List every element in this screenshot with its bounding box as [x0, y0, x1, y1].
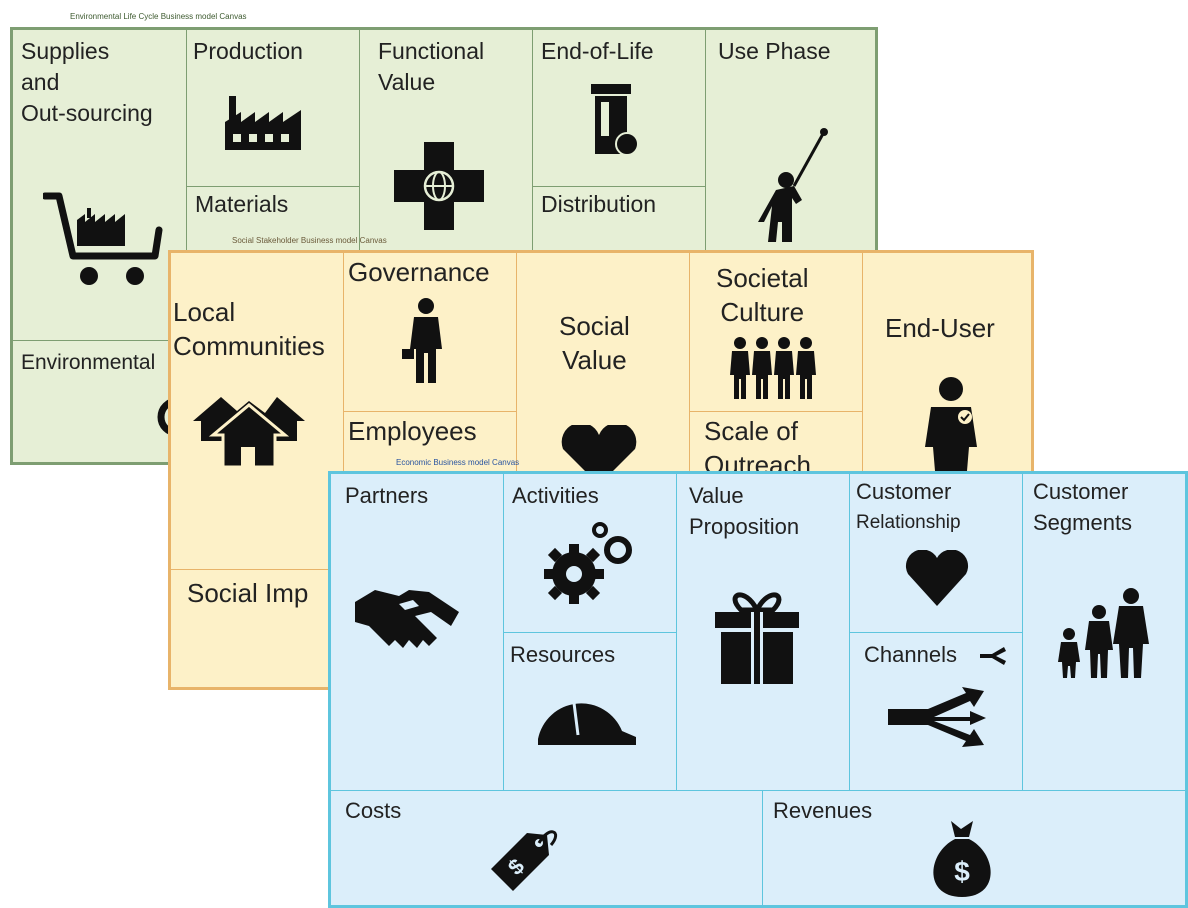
- cell-customer-segments[interactable]: Customer Segments: [1022, 473, 1186, 791]
- cell-end-of-life[interactable]: End-of-Life: [532, 29, 706, 187]
- cell-activities[interactable]: Activities: [503, 473, 677, 633]
- cell-label: Supplies and Out-sourcing: [21, 38, 153, 126]
- end-user-person-icon: [921, 375, 983, 471]
- heart-icon: [904, 550, 970, 606]
- factory-icon: [223, 92, 303, 152]
- cell-revenues[interactable]: Revenues $: [762, 790, 1186, 906]
- cell-label: Social Imp: [187, 578, 309, 608]
- economic-canvas: Partners Activities: [328, 471, 1188, 908]
- hard-hat-icon: [534, 689, 638, 747]
- cell-resources[interactable]: Resources: [503, 632, 677, 791]
- svg-text:$: $: [954, 856, 970, 887]
- cell-label: Distribution: [541, 191, 657, 217]
- cell-supplies[interactable]: Supplies and Out-sourcing: [12, 29, 187, 341]
- businessman-icon: [402, 297, 448, 383]
- cell-label: Partners: [345, 483, 429, 508]
- cell-label: Societal Culture: [716, 263, 809, 327]
- cell-governance[interactable]: Governance: [343, 252, 517, 412]
- channels-arrows-icon: [980, 645, 1016, 667]
- cell-label: Resources: [510, 642, 616, 667]
- cell-label: Costs: [345, 798, 402, 823]
- cell-label: Activities: [512, 483, 599, 508]
- cell-label: End-of-Life: [541, 38, 654, 64]
- cell-costs[interactable]: Costs $: [330, 790, 763, 906]
- cell-label: Employees: [348, 416, 477, 446]
- cell-label: Customer Relationship: [856, 479, 961, 533]
- cell-local-communities[interactable]: Local Communities: [170, 252, 344, 570]
- cell-societal-culture[interactable]: Societal Culture: [689, 252, 863, 412]
- handshake-icon: [355, 582, 459, 662]
- social-canvas: Local Communities Governance Employees S…: [168, 250, 1034, 690]
- cell-label: Revenues: [773, 798, 873, 823]
- money-bag-icon: $: [927, 819, 997, 899]
- group-of-people-icon: [728, 335, 820, 399]
- cell-label: Materials: [195, 191, 289, 217]
- cell-label: Functional Value: [378, 38, 485, 95]
- cell-label: Channels: [864, 642, 957, 667]
- waste-bin-icon: [589, 82, 641, 158]
- gift-icon: [715, 590, 799, 684]
- cell-label: Production: [193, 38, 303, 64]
- environmental-canvas-title: Environmental Life Cycle Business model …: [70, 12, 247, 21]
- cell-partners[interactable]: Partners: [330, 473, 504, 791]
- cell-label: Social Value: [559, 311, 630, 375]
- cross-globe-icon: [394, 142, 484, 230]
- channels-arrows-icon: [888, 687, 988, 747]
- cell-label: Local Communities: [173, 297, 325, 361]
- cell-environmental[interactable]: Environmental: [12, 340, 187, 463]
- cell-label: End-User: [885, 313, 995, 343]
- cell-social-impacts[interactable]: Social Imp: [170, 569, 344, 688]
- cell-value-proposition[interactable]: Value Proposition: [676, 473, 850, 791]
- cell-channels[interactable]: Channels: [849, 632, 1023, 791]
- shopping-cart-factory-icon: [43, 190, 165, 290]
- person-raising-tool-icon: [746, 126, 832, 242]
- cell-production[interactable]: Production: [186, 29, 360, 187]
- heart-icon: [557, 425, 641, 485]
- gears-icon: [540, 522, 636, 606]
- houses-icon: [193, 391, 305, 467]
- cell-label: Value Proposition: [689, 483, 800, 539]
- economic-canvas-title: Economic Business model Canvas: [396, 458, 520, 467]
- social-canvas-title: Social Stakeholder Business model Canvas: [232, 236, 387, 245]
- price-tag-icon: $: [487, 821, 563, 897]
- cell-label: Environmental: [21, 351, 156, 374]
- family-icon: [1057, 588, 1153, 678]
- cell-label: Customer Segments: [1033, 479, 1133, 535]
- cell-label: Governance: [348, 257, 490, 287]
- cell-label: Use Phase: [718, 38, 831, 64]
- cell-customer-relationship[interactable]: Customer Relationship: [849, 473, 1023, 633]
